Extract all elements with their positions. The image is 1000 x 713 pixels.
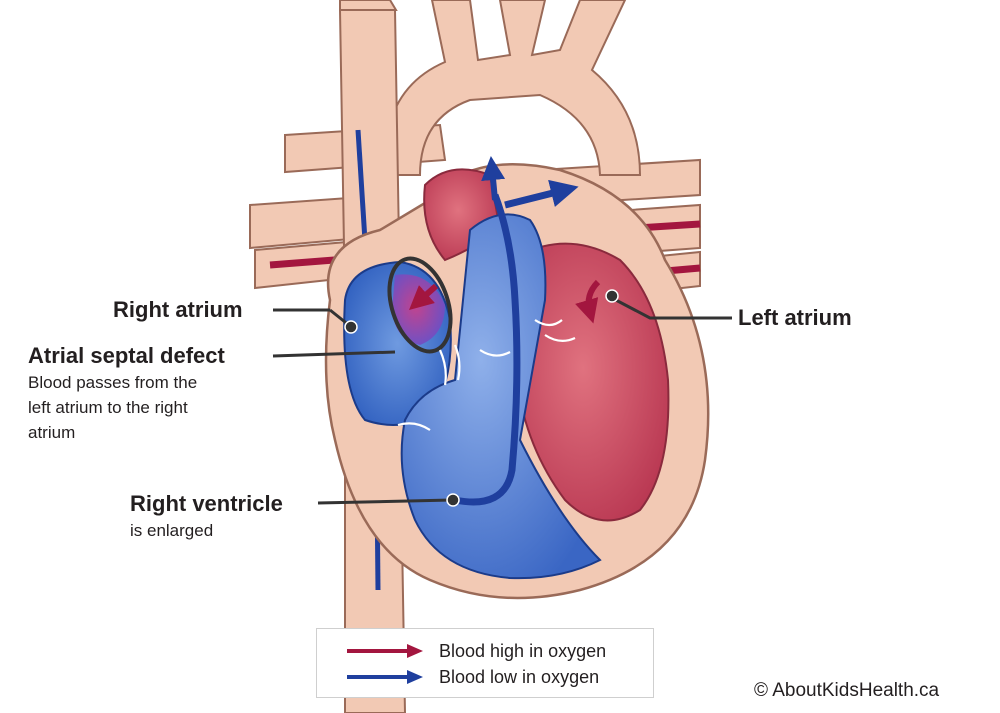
asd-description-line3: atrium: [28, 422, 75, 444]
label-right-ventricle: Right ventricle: [130, 492, 283, 516]
legend-item-high-oxygen: Blood high in oxygen: [317, 639, 653, 663]
label-left-atrium: Left atrium: [738, 306, 852, 330]
copyright-notice: © AboutKidsHealth.ca: [754, 680, 939, 702]
label-atrial-septal-defect: Atrial septal defect: [28, 344, 225, 368]
pulmonary-outflow-arrow-1: [492, 168, 495, 200]
right-ventricle-description: is enlarged: [130, 520, 213, 542]
legend-label-low-oxygen: Blood low in oxygen: [439, 665, 599, 689]
label-right-atrium: Right atrium: [113, 298, 243, 322]
asd-description-line1: Blood passes from the: [28, 372, 197, 394]
asd-description-line2: left atrium to the right: [28, 397, 188, 419]
red-arrow-icon: [345, 642, 425, 660]
legend: Blood high in oxygen Blood low in oxygen: [316, 628, 654, 698]
legend-item-low-oxygen: Blood low in oxygen: [317, 665, 653, 689]
legend-label-high-oxygen: Blood high in oxygen: [439, 639, 606, 663]
blue-arrow-icon: [345, 668, 425, 686]
